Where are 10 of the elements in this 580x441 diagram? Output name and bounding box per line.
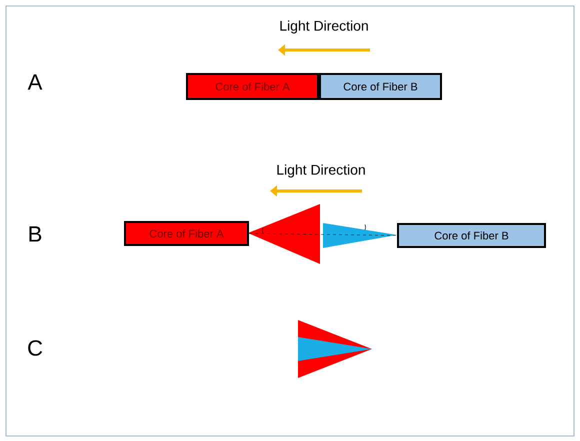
text-label: Light Direction xyxy=(277,164,365,178)
fiber-core-box: Core of Fiber A xyxy=(124,221,249,246)
row-letter: A xyxy=(28,74,42,90)
optical-axis xyxy=(248,233,398,236)
row-letter: C xyxy=(28,340,42,356)
fiber-core-box: Core of Fiber A xyxy=(186,73,319,100)
fiber-core-box: Core of Fiber B xyxy=(397,223,546,248)
row-letter: B xyxy=(29,226,42,242)
fiber-core-box: Core of Fiber B xyxy=(319,73,442,100)
text-label: Light Direction xyxy=(280,20,368,34)
